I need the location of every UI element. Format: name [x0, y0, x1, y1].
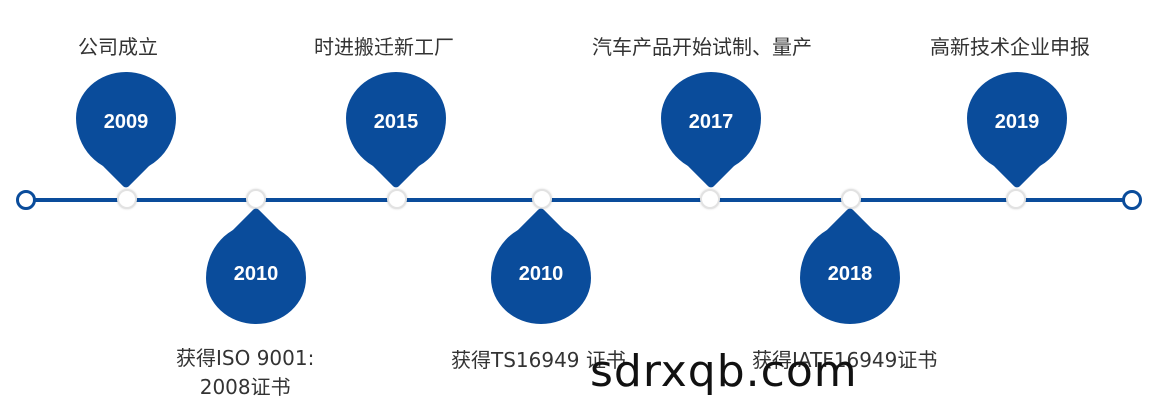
watermark-text: sdrxqb.com: [590, 346, 858, 397]
timeline-dot: [117, 189, 137, 209]
year-text: 2010: [518, 262, 564, 285]
timeline-axis: [26, 198, 1132, 202]
timeline-dot: [700, 189, 720, 209]
year-marker-2015: 2015: [346, 72, 446, 172]
timeline-end-cap: [1122, 190, 1142, 210]
year-text: 2017: [688, 110, 734, 133]
year-text: 2018: [827, 262, 873, 285]
event-label-2017: 汽车产品开始试制、量产: [592, 35, 812, 59]
year-marker-2010-iso: 2010: [206, 224, 306, 324]
timeline-dot: [841, 189, 861, 209]
timeline-dot: [532, 189, 552, 209]
timeline-dot: [1006, 189, 1026, 209]
timeline-start-cap: [16, 190, 36, 210]
year-marker-2019: 2019: [967, 72, 1067, 172]
event-label-line: 2008证书: [199, 375, 291, 399]
event-label-2019: 高新技术企业申报: [930, 35, 1090, 59]
event-label-2010-iso: 获得ISO 9001: 2008证书: [176, 344, 314, 402]
event-label-2009: 公司成立: [78, 35, 158, 59]
year-text: 2019: [994, 110, 1040, 133]
event-label-2010-ts: 获得TS16949 证书: [451, 348, 626, 372]
timeline-dot: [246, 189, 266, 209]
event-label-2015: 时进搬迁新工厂: [314, 35, 454, 59]
timeline-dot: [387, 189, 407, 209]
year-text: 2009: [103, 110, 149, 133]
year-marker-2009: 2009: [76, 72, 176, 172]
year-marker-2010-ts: 2010: [491, 224, 591, 324]
year-text: 2010: [233, 262, 279, 285]
year-marker-2018: 2018: [800, 224, 900, 324]
year-text: 2015: [373, 110, 419, 133]
event-label-2018: 获得IATF16949证书: [752, 348, 938, 372]
event-label-line: 获得ISO 9001:: [176, 346, 315, 370]
year-marker-2017: 2017: [661, 72, 761, 172]
